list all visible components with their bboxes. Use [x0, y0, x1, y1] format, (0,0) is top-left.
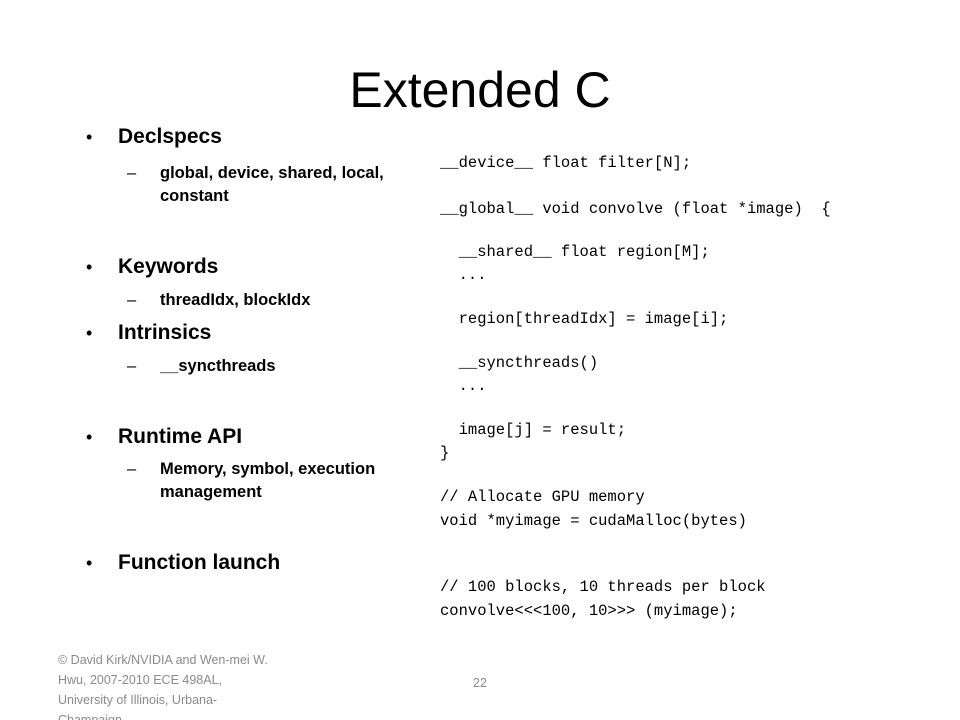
code-line: image[j] = result;: [440, 421, 627, 439]
bullet-dot: •: [86, 257, 93, 277]
slide-title: Extended C: [349, 62, 611, 118]
bullet-intrinsics: • Intrinsics: [86, 320, 212, 346]
code-line: __global__ void convolve (float *image) …: [440, 200, 831, 218]
bullet-keywords: • Keywords: [86, 254, 219, 280]
code-line: // Allocate GPU memory: [440, 488, 645, 506]
sub-bullet-text: threadIdx, blockIdx: [160, 291, 311, 309]
code-line: region[threadIdx] = image[i];: [440, 310, 729, 328]
code-line: void *myimage = cudaMalloc(bytes): [440, 512, 747, 530]
code-line: convolve<<<100, 10>>> (myimage);: [440, 602, 738, 620]
page-number: 22: [473, 676, 487, 690]
sub-bullet-keywords: – threadIdx, blockIdx: [127, 289, 410, 312]
bullet-label: Intrinsics: [118, 321, 212, 344]
bullet-runtime-api: • Runtime API: [86, 424, 243, 450]
code-line: __syncthreads(): [440, 354, 599, 372]
bullet-dot: •: [86, 323, 93, 343]
bullet-label: Function launch: [118, 551, 281, 574]
code-line: }: [440, 444, 450, 462]
sub-bullet-declspecs: – global, device, shared, local, constan…: [127, 162, 410, 208]
code-line: __device__ float filter[N];: [440, 154, 692, 172]
sub-bullet-dash: –: [127, 164, 137, 182]
code-line: __shared__ float region[M];: [440, 243, 710, 261]
code-line: // 100 blocks, 10 threads per block: [440, 578, 766, 596]
bullet-label: Runtime API: [118, 425, 243, 448]
sub-bullet-text: __syncthreads: [160, 357, 276, 375]
sub-bullet-text: Memory, symbol, execution management: [160, 460, 376, 501]
sub-bullet-dash: –: [127, 291, 137, 309]
code-block: __device__ float filter[N]; __global__ v…: [440, 150, 950, 630]
bullet-label: Keywords: [118, 255, 219, 278]
bullet-label: Declspecs: [118, 125, 222, 148]
sub-bullet-runtime-api: – Memory, symbol, execution management: [127, 458, 410, 504]
bullet-declspecs: • Declspecs: [86, 124, 222, 150]
bullet-dot: •: [86, 127, 93, 147]
copyright-footer: © David Kirk/NVIDIA and Wen-mei W. Hwu, …: [58, 653, 268, 720]
sub-bullet-dash: –: [127, 460, 137, 478]
sub-bullet-intrinsics: – __syncthreads: [127, 355, 410, 378]
bullet-function-launch: • Function launch: [86, 550, 281, 576]
sub-bullet-dash: –: [127, 357, 137, 375]
sub-bullet-text: global, device, shared, local, constant: [160, 164, 384, 205]
code-line: ...: [440, 377, 487, 395]
code-line: ...: [440, 266, 487, 284]
bullet-dot: •: [86, 427, 93, 447]
bullet-dot: •: [86, 553, 93, 573]
